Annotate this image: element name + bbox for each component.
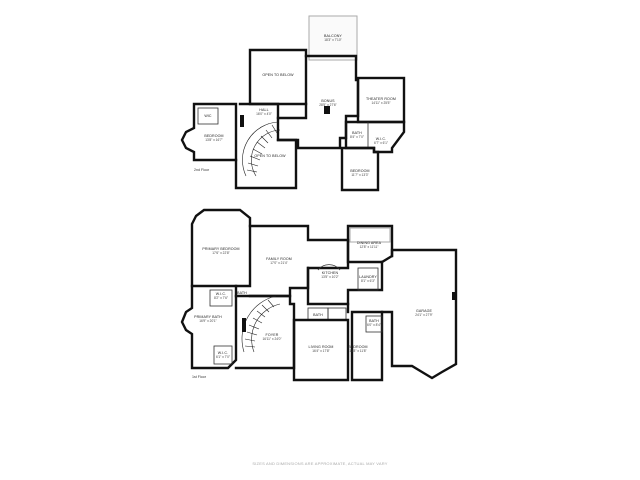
lower-staircase <box>241 295 281 353</box>
foyer-label: FOYER <box>266 333 279 337</box>
bath-right-label: BATH <box>369 319 379 323</box>
garage-outline <box>380 248 458 380</box>
bedroom-right-dim: 11'7" x 13'3" <box>351 173 368 177</box>
open-to-below-2-label: OPEN TO BELOW <box>254 154 286 158</box>
laundry-outline <box>357 267 379 291</box>
laundry-label: LAUNDRY <box>359 275 377 279</box>
upper-staircase <box>242 121 281 177</box>
upper-floor-plan: BALCONY 18'3" x 7'10" OPEN TO BELOW BONU… <box>180 15 406 192</box>
living-room-label: LIVING ROOM <box>308 345 333 349</box>
stair-rail-post <box>240 115 244 127</box>
kitchen-label: KITCHEN <box>322 271 339 275</box>
kitchen-dim: 13'5" x 10'2" <box>321 275 338 279</box>
balcony-outline <box>308 15 358 61</box>
garage-dim: 24'1" x 27'9" <box>415 313 432 317</box>
wic-small-label: W.I.C. <box>218 351 228 355</box>
primary-bedroom-dim: 17'6" x 22'8" <box>212 251 229 255</box>
bath-upper-label: BATH <box>352 131 362 135</box>
bath-right-outline <box>365 315 383 333</box>
bedroom-lower-dim: 13'8" x 11'8" <box>349 349 366 353</box>
dining-area-outline <box>346 224 394 264</box>
lower-floor-label: 1st Floor <box>192 375 207 379</box>
wic-right-label: W.I.C. <box>376 137 386 141</box>
bedroom-left-outline <box>180 102 238 162</box>
family-room-walls <box>248 224 350 298</box>
column-block <box>324 106 330 114</box>
bath-lower-label: BATH <box>237 291 247 295</box>
upper-floor-label: 2nd Floor <box>194 168 210 172</box>
bedroom-left-label: BEDROOM <box>204 134 223 138</box>
kitchen-island <box>317 264 341 271</box>
bedroom-right-label: BEDROOM <box>350 169 369 173</box>
dining-area-dim: 12'8" x 11'11" <box>360 245 379 249</box>
wic-upper-label: WIC <box>204 114 212 118</box>
primary-wic-outline <box>209 289 233 307</box>
bedroom-left-dim: 13'8" x 16'7" <box>205 138 222 142</box>
family-room-dim: 17'0" x 21'4" <box>270 261 287 265</box>
primary-bedroom-label: PRIMARY BEDROOM <box>202 247 239 251</box>
bath-mid-label: BATH <box>313 313 323 317</box>
bath-lower-outline <box>327 307 347 321</box>
balcony-dim: 18'3" x 7'10" <box>324 38 341 42</box>
hall-label: HALL <box>259 108 268 112</box>
lower-floor-plan: PRIMARY BEDROOM 17'6" x 22'8" FAMILY ROO… <box>180 208 458 382</box>
bath-right-dim: 6'0" x 8'4" <box>367 323 381 327</box>
disclaimer-text: SIZES AND DIMENSIONS ARE APPROXIMATE, AC… <box>252 461 387 466</box>
kitchen-walls <box>306 260 384 306</box>
wic-lower-dim: 8'2" x 7'6" <box>214 296 228 300</box>
bedroom-lower-label: BEDROOM <box>348 345 367 349</box>
theater-room-dim: 14'11" x 25'5" <box>371 101 390 105</box>
hall-dim: 16'0" x 4'0" <box>256 112 272 116</box>
bedroom-lower-outline <box>350 310 384 382</box>
bonus-label: BONUS <box>321 99 335 103</box>
primary-bath-label: PRIMARY BATH <box>194 315 222 319</box>
wic-small-dim: 6'1" x 7'0" <box>216 355 230 359</box>
theater-room-label: THEATER ROOM <box>366 97 396 101</box>
primary-bath-small-wic <box>213 345 233 365</box>
bath-upper-dim: 8'4" x 7'0" <box>350 135 364 139</box>
family-room-label: FAMILY ROOM <box>266 257 292 261</box>
bedroom-right-outline <box>340 146 380 192</box>
upper-main-walls <box>276 54 360 150</box>
wic-lower-label: W.I.C. <box>216 292 226 296</box>
living-room-outline <box>292 318 350 382</box>
bonus-dim: 28'5" x 27'6" <box>319 103 336 107</box>
balcony-label: BALCONY <box>324 34 342 38</box>
garage-door-mark <box>452 292 456 300</box>
open-to-below-2-outline <box>234 138 298 190</box>
bedroom-left-closet <box>197 107 219 125</box>
foyer-dim: 16'11" x 24'0" <box>262 337 281 341</box>
open-to-below-1-outline <box>248 48 308 106</box>
primary-bedroom-outline <box>190 208 252 288</box>
open-to-below-1-label: OPEN TO BELOW <box>262 73 294 77</box>
garage-label: GARAGE <box>416 309 432 313</box>
hall-walls <box>238 102 280 120</box>
dining-area-label: DINING AREA <box>357 241 382 245</box>
dining-deck <box>349 227 391 243</box>
stair-rail-post-lower <box>242 318 246 332</box>
primary-bath-dim: 16'9" x 20'1" <box>199 319 216 323</box>
laundry-dim: 8'1" x 6'3" <box>361 279 375 283</box>
wic-right-dim: 6'7" x 6'1" <box>374 141 388 145</box>
living-room-dim: 16'4" x 17'8" <box>312 349 329 353</box>
foyer-walls <box>234 294 296 370</box>
